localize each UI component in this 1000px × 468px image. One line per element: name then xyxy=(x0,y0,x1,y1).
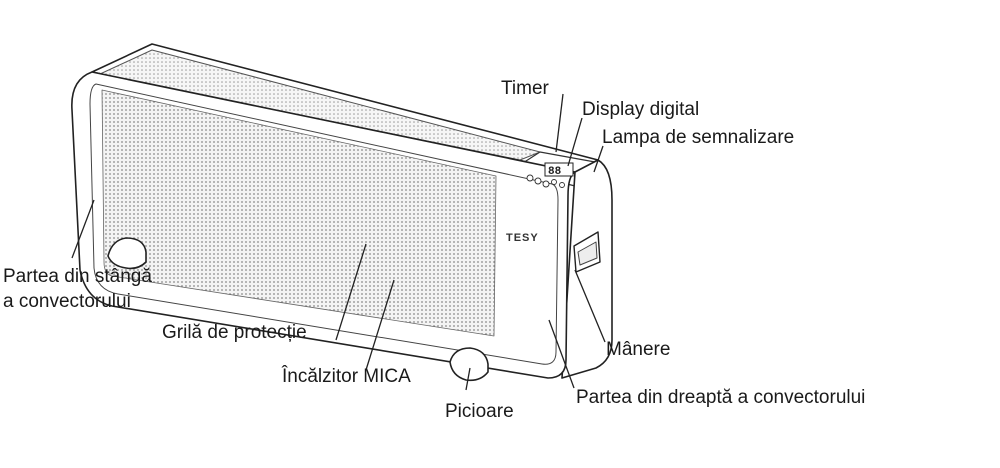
front-grille xyxy=(101,89,497,337)
control-buttons xyxy=(526,174,565,188)
label-handles: Mânere xyxy=(606,339,671,360)
label-left-side-line2: a convectorului xyxy=(3,291,131,312)
heater-body xyxy=(71,43,613,382)
label-right-side: Partea din dreaptă a convectorului xyxy=(576,387,866,408)
label-lamp: Lampa de semnalizare xyxy=(602,127,795,148)
label-grille: Grilă de protecție xyxy=(162,322,307,343)
display-digits: 88 xyxy=(548,166,562,178)
foot-right xyxy=(449,347,489,382)
label-feet: Picioare xyxy=(445,401,514,422)
label-display: Display digital xyxy=(582,99,700,120)
label-timer: Timer xyxy=(501,78,549,99)
label-heater: Încălzitor MICA xyxy=(282,366,411,387)
label-left-side-line1: Partea din stângă xyxy=(3,266,152,287)
digital-display: 88 xyxy=(544,162,574,178)
right-side-panel xyxy=(561,159,613,379)
foot-left xyxy=(107,237,147,270)
leader-lines xyxy=(71,93,606,391)
brand-logo: TESY xyxy=(506,232,539,244)
